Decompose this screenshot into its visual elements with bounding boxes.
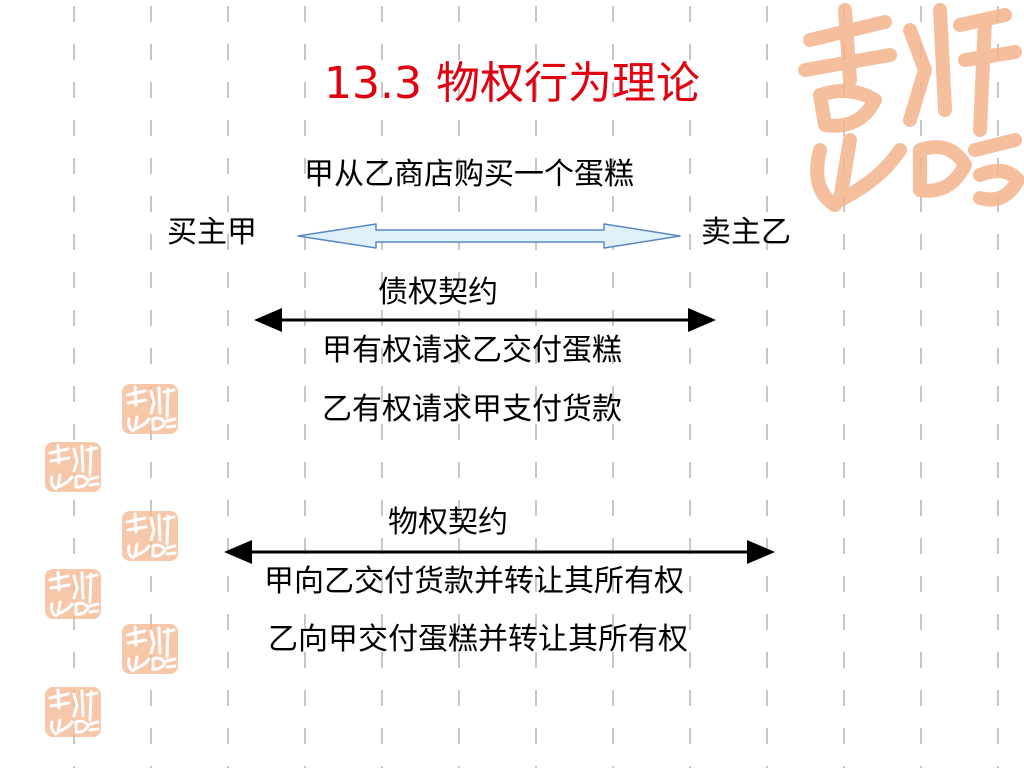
claims-line-1: 甲有权请求乙交付蛋糕 [322,333,622,368]
auspicious-stamp-large [798,3,1024,212]
transaction-double-arrow [297,223,681,249]
seller-label: 卖主乙 [701,215,791,250]
property-line-1: 甲向乙交付货款并转让其所有权 [264,564,684,599]
buyer-label: 买主甲 [167,215,257,250]
claims-contract-heading: 债权契约 [378,275,498,310]
property-contract-arrow [224,540,775,564]
property-line-2: 乙向甲交付蛋糕并转让其所有权 [268,622,688,657]
slide-title: 13.3 物权行为理论 [324,58,700,109]
property-contract-heading: 物权契约 [388,505,508,540]
scenario-text: 甲从乙商店购买一个蛋糕 [304,157,634,192]
claims-line-2: 乙有权请求甲支付货款 [322,392,622,427]
claims-contract-arrow [254,308,716,332]
